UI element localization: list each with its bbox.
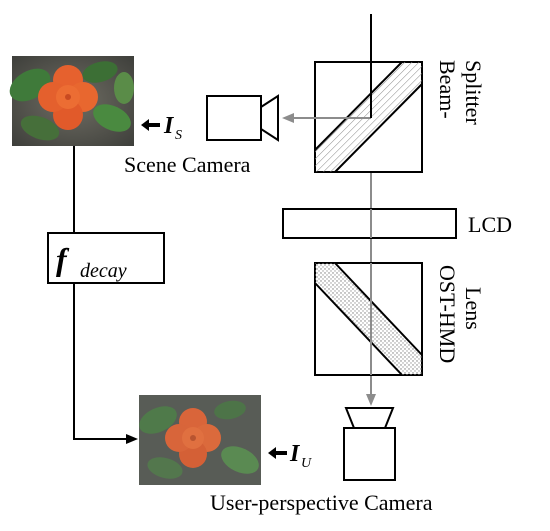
user-camera-label: User-perspective Camera xyxy=(210,490,433,515)
svg-text:Splitter: Splitter xyxy=(461,60,486,125)
lcd-panel xyxy=(282,208,457,239)
is-sub: S xyxy=(175,128,182,143)
hmd-lens-icon xyxy=(314,262,423,376)
connector-bottom xyxy=(73,283,128,440)
iu-symbol: I U xyxy=(268,441,312,471)
hmd-lens-label: OST-HMD Lens xyxy=(435,265,486,363)
ray-left-arrowhead-icon xyxy=(282,113,294,123)
connector-arrow-icon xyxy=(126,434,138,444)
scene-photo xyxy=(9,56,134,146)
user-camera-icon xyxy=(343,407,396,481)
lcd-label: LCD xyxy=(468,212,512,237)
is-arrow-icon xyxy=(141,119,160,131)
beam-splitter-label: Beam- Splitter xyxy=(435,60,486,125)
svg-text:Beam-: Beam- xyxy=(435,60,460,119)
svg-text:Lens: Lens xyxy=(461,287,486,330)
iu-main: I xyxy=(289,441,301,467)
iu-sub: U xyxy=(301,456,312,471)
svg-text:OST-HMD: OST-HMD xyxy=(435,265,460,363)
user-photo xyxy=(139,395,261,485)
fdecay-box xyxy=(47,232,165,284)
fdecay-main: f xyxy=(56,241,70,277)
scene-camera-label: Scene Camera xyxy=(124,152,251,177)
fdecay-sub: decay xyxy=(80,260,127,282)
is-main: I xyxy=(163,113,175,139)
iu-arrow-icon xyxy=(268,447,287,459)
ray-arrowhead-icon xyxy=(366,394,376,406)
scene-camera-icon xyxy=(206,94,279,142)
is-symbol: I S xyxy=(141,113,182,143)
